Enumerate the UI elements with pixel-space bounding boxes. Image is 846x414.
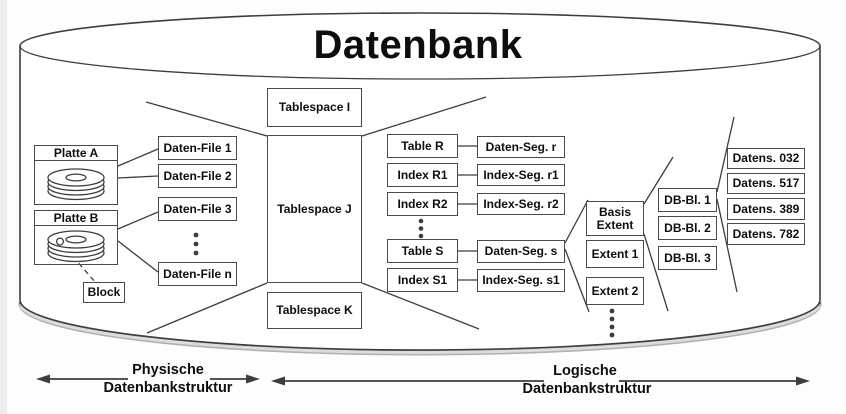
daten-file-2-box: Daten-File 2 bbox=[158, 164, 237, 188]
disk-a-icon bbox=[47, 168, 105, 201]
daten-seg-r-box: Daten-Seg. r bbox=[477, 136, 565, 158]
segment-extent-expansion-lines bbox=[564, 199, 590, 313]
logical-legend-line2: Datenbankstruktur bbox=[522, 381, 652, 397]
daten-file-3-box: Daten-File 3 bbox=[158, 197, 237, 221]
disk-b-label: Platte B bbox=[35, 211, 117, 226]
physical-legend-line2: Datenbankstruktur bbox=[103, 380, 233, 396]
extent-2-box: Extent 2 bbox=[586, 277, 644, 305]
arrow-left-icon bbox=[271, 376, 285, 386]
tablespace-j-box: Tablespace J bbox=[267, 135, 362, 283]
physical-range-arrow bbox=[36, 374, 260, 384]
tablespace-expansion-lines bbox=[145, 96, 487, 334]
disk-b-box: Platte B bbox=[34, 210, 118, 265]
db-block-3-box: DB-Bl. 3 bbox=[658, 246, 717, 270]
disk-a-box: Platte A bbox=[34, 145, 118, 205]
arrow-right-icon bbox=[796, 376, 810, 386]
db-block-1-box: DB-Bl. 1 bbox=[658, 188, 717, 212]
files-ellipsis-icon bbox=[193, 232, 199, 256]
tables-ellipsis-icon bbox=[418, 218, 424, 239]
table-segment-connectors bbox=[458, 145, 477, 281]
tablespace-k-box: Tablespace K bbox=[267, 292, 362, 329]
logical-legend-line1: Logische bbox=[553, 363, 617, 379]
extent-1-box: Extent 1 bbox=[586, 240, 644, 268]
dbblock-record-expansion-lines bbox=[716, 116, 738, 293]
basis-extent-box: Basis Extent bbox=[586, 201, 644, 236]
daten-file-1-box: Daten-File 1 bbox=[158, 136, 237, 160]
index-s1-box: Index S1 bbox=[387, 268, 458, 292]
record-782-box: Datens. 782 bbox=[727, 223, 805, 245]
logical-range-arrow bbox=[271, 376, 810, 386]
block-box: Block bbox=[83, 282, 125, 303]
arrow-right-icon bbox=[246, 374, 260, 384]
cylinder-shadow bbox=[18, 301, 822, 356]
block-marker-icon bbox=[55, 237, 65, 246]
disk-b-icon bbox=[47, 230, 105, 263]
index-seg-r1-box: Index-Seg. r1 bbox=[477, 164, 565, 186]
record-517-box: Datens. 517 bbox=[727, 173, 805, 194]
index-seg-r2-box: Index-Seg. r2 bbox=[477, 193, 565, 215]
table-r-box: Table R bbox=[387, 134, 458, 158]
daten-seg-s-box: Daten-Seg. s bbox=[477, 240, 565, 263]
daten-file-n-box: Daten-File n bbox=[158, 262, 237, 286]
arrow-left-icon bbox=[36, 374, 50, 384]
disk-file-connectors bbox=[117, 148, 159, 273]
extents-ellipsis-icon bbox=[609, 308, 615, 338]
disk-a-label: Platte A bbox=[35, 146, 117, 161]
tablespace-i-box: Tablespace I bbox=[267, 88, 362, 127]
index-seg-s1-box: Index-Seg. s1 bbox=[477, 269, 565, 292]
page-gutter bbox=[0, 0, 7, 414]
physical-legend-line1: Physische bbox=[132, 362, 204, 378]
table-s-box: Table S bbox=[387, 239, 458, 263]
extent-dbblock-expansion-lines bbox=[643, 156, 674, 312]
index-r1-box: Index R1 bbox=[387, 163, 458, 187]
record-032-box: Datens. 032 bbox=[727, 148, 805, 169]
diagram-title: Datenbank bbox=[313, 22, 523, 67]
index-r2-box: Index R2 bbox=[387, 192, 458, 216]
db-block-2-box: DB-Bl. 2 bbox=[658, 216, 717, 240]
record-389-box: Datens. 389 bbox=[727, 198, 805, 220]
